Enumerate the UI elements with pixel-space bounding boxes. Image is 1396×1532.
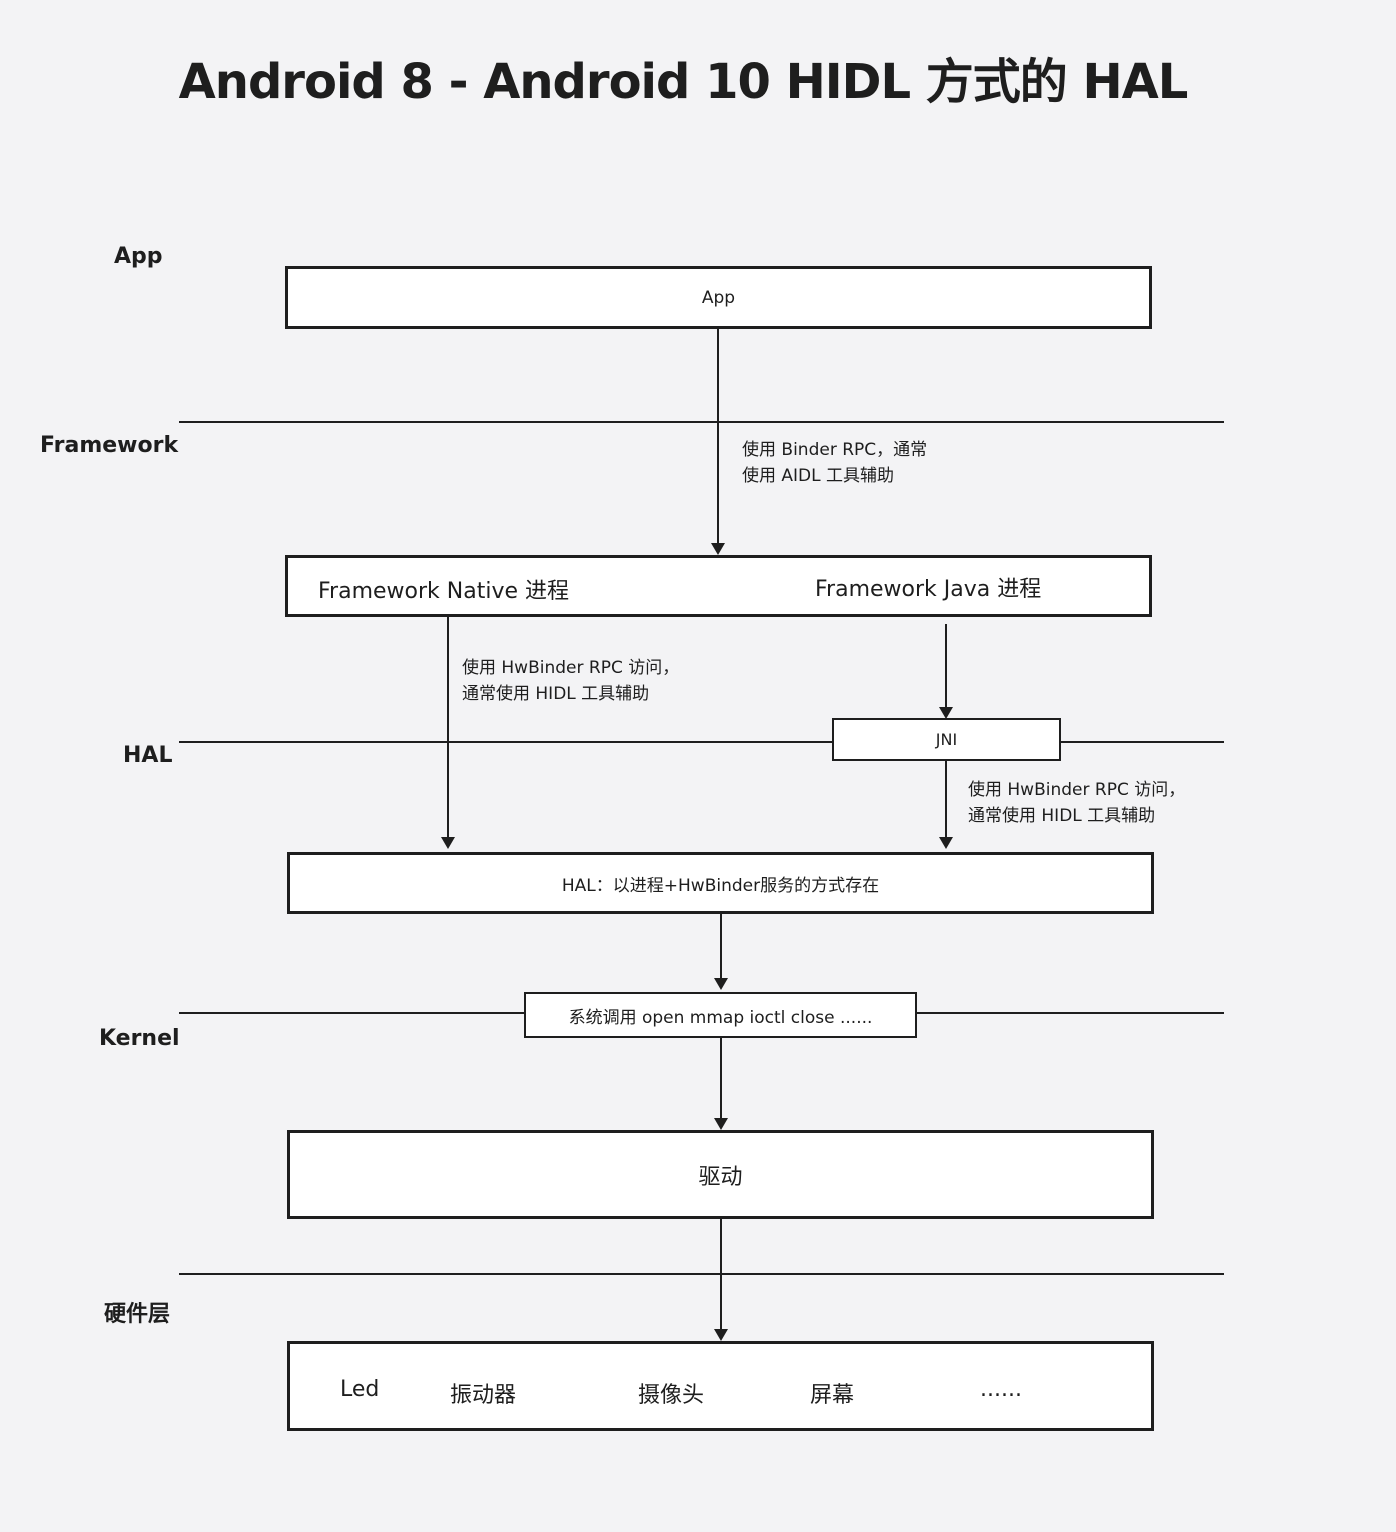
arrow-java-to-jni-line bbox=[945, 624, 947, 707]
jni-box: JNI bbox=[832, 718, 1061, 761]
hardware-box bbox=[287, 1341, 1154, 1431]
syscall-box-label: 系统调用 open mmap ioctl close ...... bbox=[568, 1007, 873, 1028]
arrow-syscall-to-driver-head bbox=[714, 1118, 728, 1130]
binder-note-line1: 使用 Binder RPC，通常 bbox=[742, 440, 928, 460]
hwbinder-native-note: 使用 HwBinder RPC 访问， 通常使用 HIDL 工具辅助 bbox=[462, 655, 679, 707]
arrow-app-to-framework-head bbox=[711, 543, 725, 555]
syscall-box: 系统调用 open mmap ioctl close ...... bbox=[524, 992, 917, 1038]
arrow-hal-to-syscall-line bbox=[720, 914, 722, 978]
app-box: App bbox=[285, 266, 1152, 329]
layer-label-hardware: 硬件层 bbox=[104, 1302, 171, 1327]
app-box-label: App bbox=[701, 287, 736, 308]
arrow-jni-to-hal-head bbox=[939, 837, 953, 849]
arrow-jni-to-hal-line bbox=[945, 761, 947, 837]
hal-box: HAL：以进程+HwBinder服务的方式存在 bbox=[287, 852, 1154, 914]
hwbinder-native-note-line1: 使用 HwBinder RPC 访问， bbox=[462, 658, 680, 678]
driver-box-label: 驱动 bbox=[698, 1164, 743, 1190]
diagram-title: Android 8 - Android 10 HIDL 方式的 HAL bbox=[178, 54, 1189, 110]
framework-native-label: Framework Native 进程 bbox=[318, 579, 570, 604]
arrow-native-to-hal-head bbox=[441, 837, 455, 849]
divider-app-framework bbox=[179, 421, 1224, 423]
binder-note: 使用 Binder RPC，通常 使用 AIDL 工具辅助 bbox=[742, 437, 927, 489]
hal-box-label: HAL：以进程+HwBinder服务的方式存在 bbox=[561, 875, 880, 896]
divider-kernel-hardware bbox=[179, 1273, 1224, 1275]
hwbinder-java-note-line2: 通常使用 HIDL 工具辅助 bbox=[968, 806, 1156, 826]
jni-box-label: JNI bbox=[935, 730, 958, 749]
hardware-item-more: ...... bbox=[980, 1377, 1022, 1402]
divider-framework-hal bbox=[179, 741, 1224, 743]
framework-box bbox=[285, 555, 1152, 617]
arrow-app-to-framework-line bbox=[717, 329, 719, 543]
hwbinder-native-note-line2: 通常使用 HIDL 工具辅助 bbox=[462, 684, 650, 704]
arrow-hal-to-syscall-head bbox=[714, 978, 728, 990]
hardware-item-screen: 屏幕 bbox=[810, 1383, 855, 1408]
framework-java-label: Framework Java 进程 bbox=[815, 577, 1042, 602]
hardware-item-camera: 摄像头 bbox=[638, 1383, 705, 1408]
arrow-java-to-jni-head bbox=[939, 707, 953, 719]
arrow-driver-to-hardware-line bbox=[720, 1219, 722, 1329]
arrow-native-to-hal-line bbox=[447, 617, 449, 837]
layer-label-app: App bbox=[114, 244, 163, 269]
hwbinder-java-note: 使用 HwBinder RPC 访问， 通常使用 HIDL 工具辅助 bbox=[968, 777, 1185, 829]
arrow-driver-to-hardware-head bbox=[714, 1329, 728, 1341]
binder-note-line2: 使用 AIDL 工具辅助 bbox=[742, 466, 895, 486]
hardware-item-vibrator: 振动器 bbox=[450, 1383, 517, 1408]
layer-label-framework: Framework bbox=[40, 433, 179, 458]
hardware-item-led: Led bbox=[340, 1377, 380, 1402]
driver-box: 驱动 bbox=[287, 1130, 1154, 1219]
hwbinder-java-note-line1: 使用 HwBinder RPC 访问， bbox=[968, 780, 1186, 800]
layer-label-kernel: Kernel bbox=[99, 1026, 180, 1051]
layer-label-hal: HAL bbox=[123, 743, 173, 768]
arrow-syscall-to-driver-line bbox=[720, 1038, 722, 1118]
